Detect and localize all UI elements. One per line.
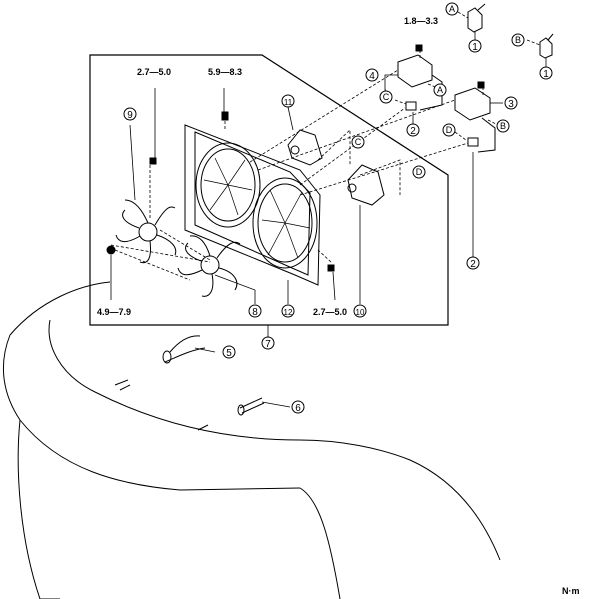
callout-9 [123,107,137,121]
fasteners [106,44,485,272]
torque-fan-nut: 4.9—7.9 [97,307,131,317]
part-number-3: 3 [508,99,514,110]
assembly-frame [89,54,449,326]
torque-unit: N·m [562,586,580,596]
part-number-2b: 2 [470,259,476,270]
ref-c-module [379,90,393,104]
connector-b [539,33,554,59]
ref-b-top [511,33,525,47]
bolt-shroud-top [149,157,157,165]
ref-letter-c-motor: C [355,137,362,147]
callout-1b [539,66,553,80]
callout-2a [406,123,420,137]
vehicle-body-outline [2,281,501,599]
ref-d-motor [412,165,426,179]
callout-1a [468,39,482,53]
module-4 [397,54,443,111]
callout-3 [504,96,518,110]
ref-letter-a-top: A [449,4,455,14]
part-number-5: 5 [226,348,232,359]
ref-letter-c-module: C [383,92,390,102]
reference-circles [351,2,525,179]
torque-upper-bolt: 5.9—8.3 [208,67,242,77]
part-number-10: 10 [356,308,365,317]
torque-shroud-bolt-bottom: 2.7—5.0 [313,307,347,317]
motor-10 [347,164,385,206]
callout-7 [261,336,275,350]
callout-11 [281,94,295,108]
ref-a-top [445,2,459,16]
bolt-upper [221,111,229,121]
ref-letter-d-module: D [446,125,453,135]
ref-a-mid [433,83,447,97]
callout-12 [281,304,295,318]
part-number-2a: 2 [410,126,416,137]
fan-9 [115,199,177,264]
ref-b-mid [496,119,510,133]
dashed-leaders [110,11,541,281]
bolt-bracket-a [415,44,423,52]
ref-c-motor [351,135,365,149]
callout-5 [222,345,236,359]
callout-2b [466,256,480,270]
callout-6 [291,400,305,414]
part-number-6: 6 [295,403,301,414]
callout-10 [353,304,367,318]
part-number-12: 12 [284,308,293,317]
part-number-4: 4 [369,71,375,82]
callout-8 [248,304,262,318]
ref-letter-a-mid: A [437,85,443,95]
part-number-11: 11 [284,98,293,107]
ref-letter-b-top: B [515,35,521,45]
fan-8 [177,235,241,297]
part-number-1b: 1 [543,69,549,80]
bolt-shroud-bottom [327,264,335,272]
fan-shroud [184,124,321,286]
pipe-6 [197,397,265,431]
callout-leaders [110,32,547,408]
fan-nut [106,245,116,255]
ref-letter-d-motor: D [416,167,423,177]
connector-a [467,3,486,33]
part-number-1a: 1 [472,42,478,53]
part-number-9: 9 [127,110,133,121]
hose-5 [114,335,206,391]
part-number-7: 7 [265,339,271,350]
callout-circles [123,39,553,414]
ref-letter-b-mid: B [500,121,506,131]
bolt-bracket-b [477,81,485,89]
ref-d-module [442,123,456,137]
module-3 [454,87,496,153]
torque-shroud-bolt-top: 2.7—5.0 [137,67,171,77]
part-number-8: 8 [252,307,258,318]
torque-bracket-bolt: 1.8—3.3 [404,16,438,26]
callout-4 [365,68,379,82]
